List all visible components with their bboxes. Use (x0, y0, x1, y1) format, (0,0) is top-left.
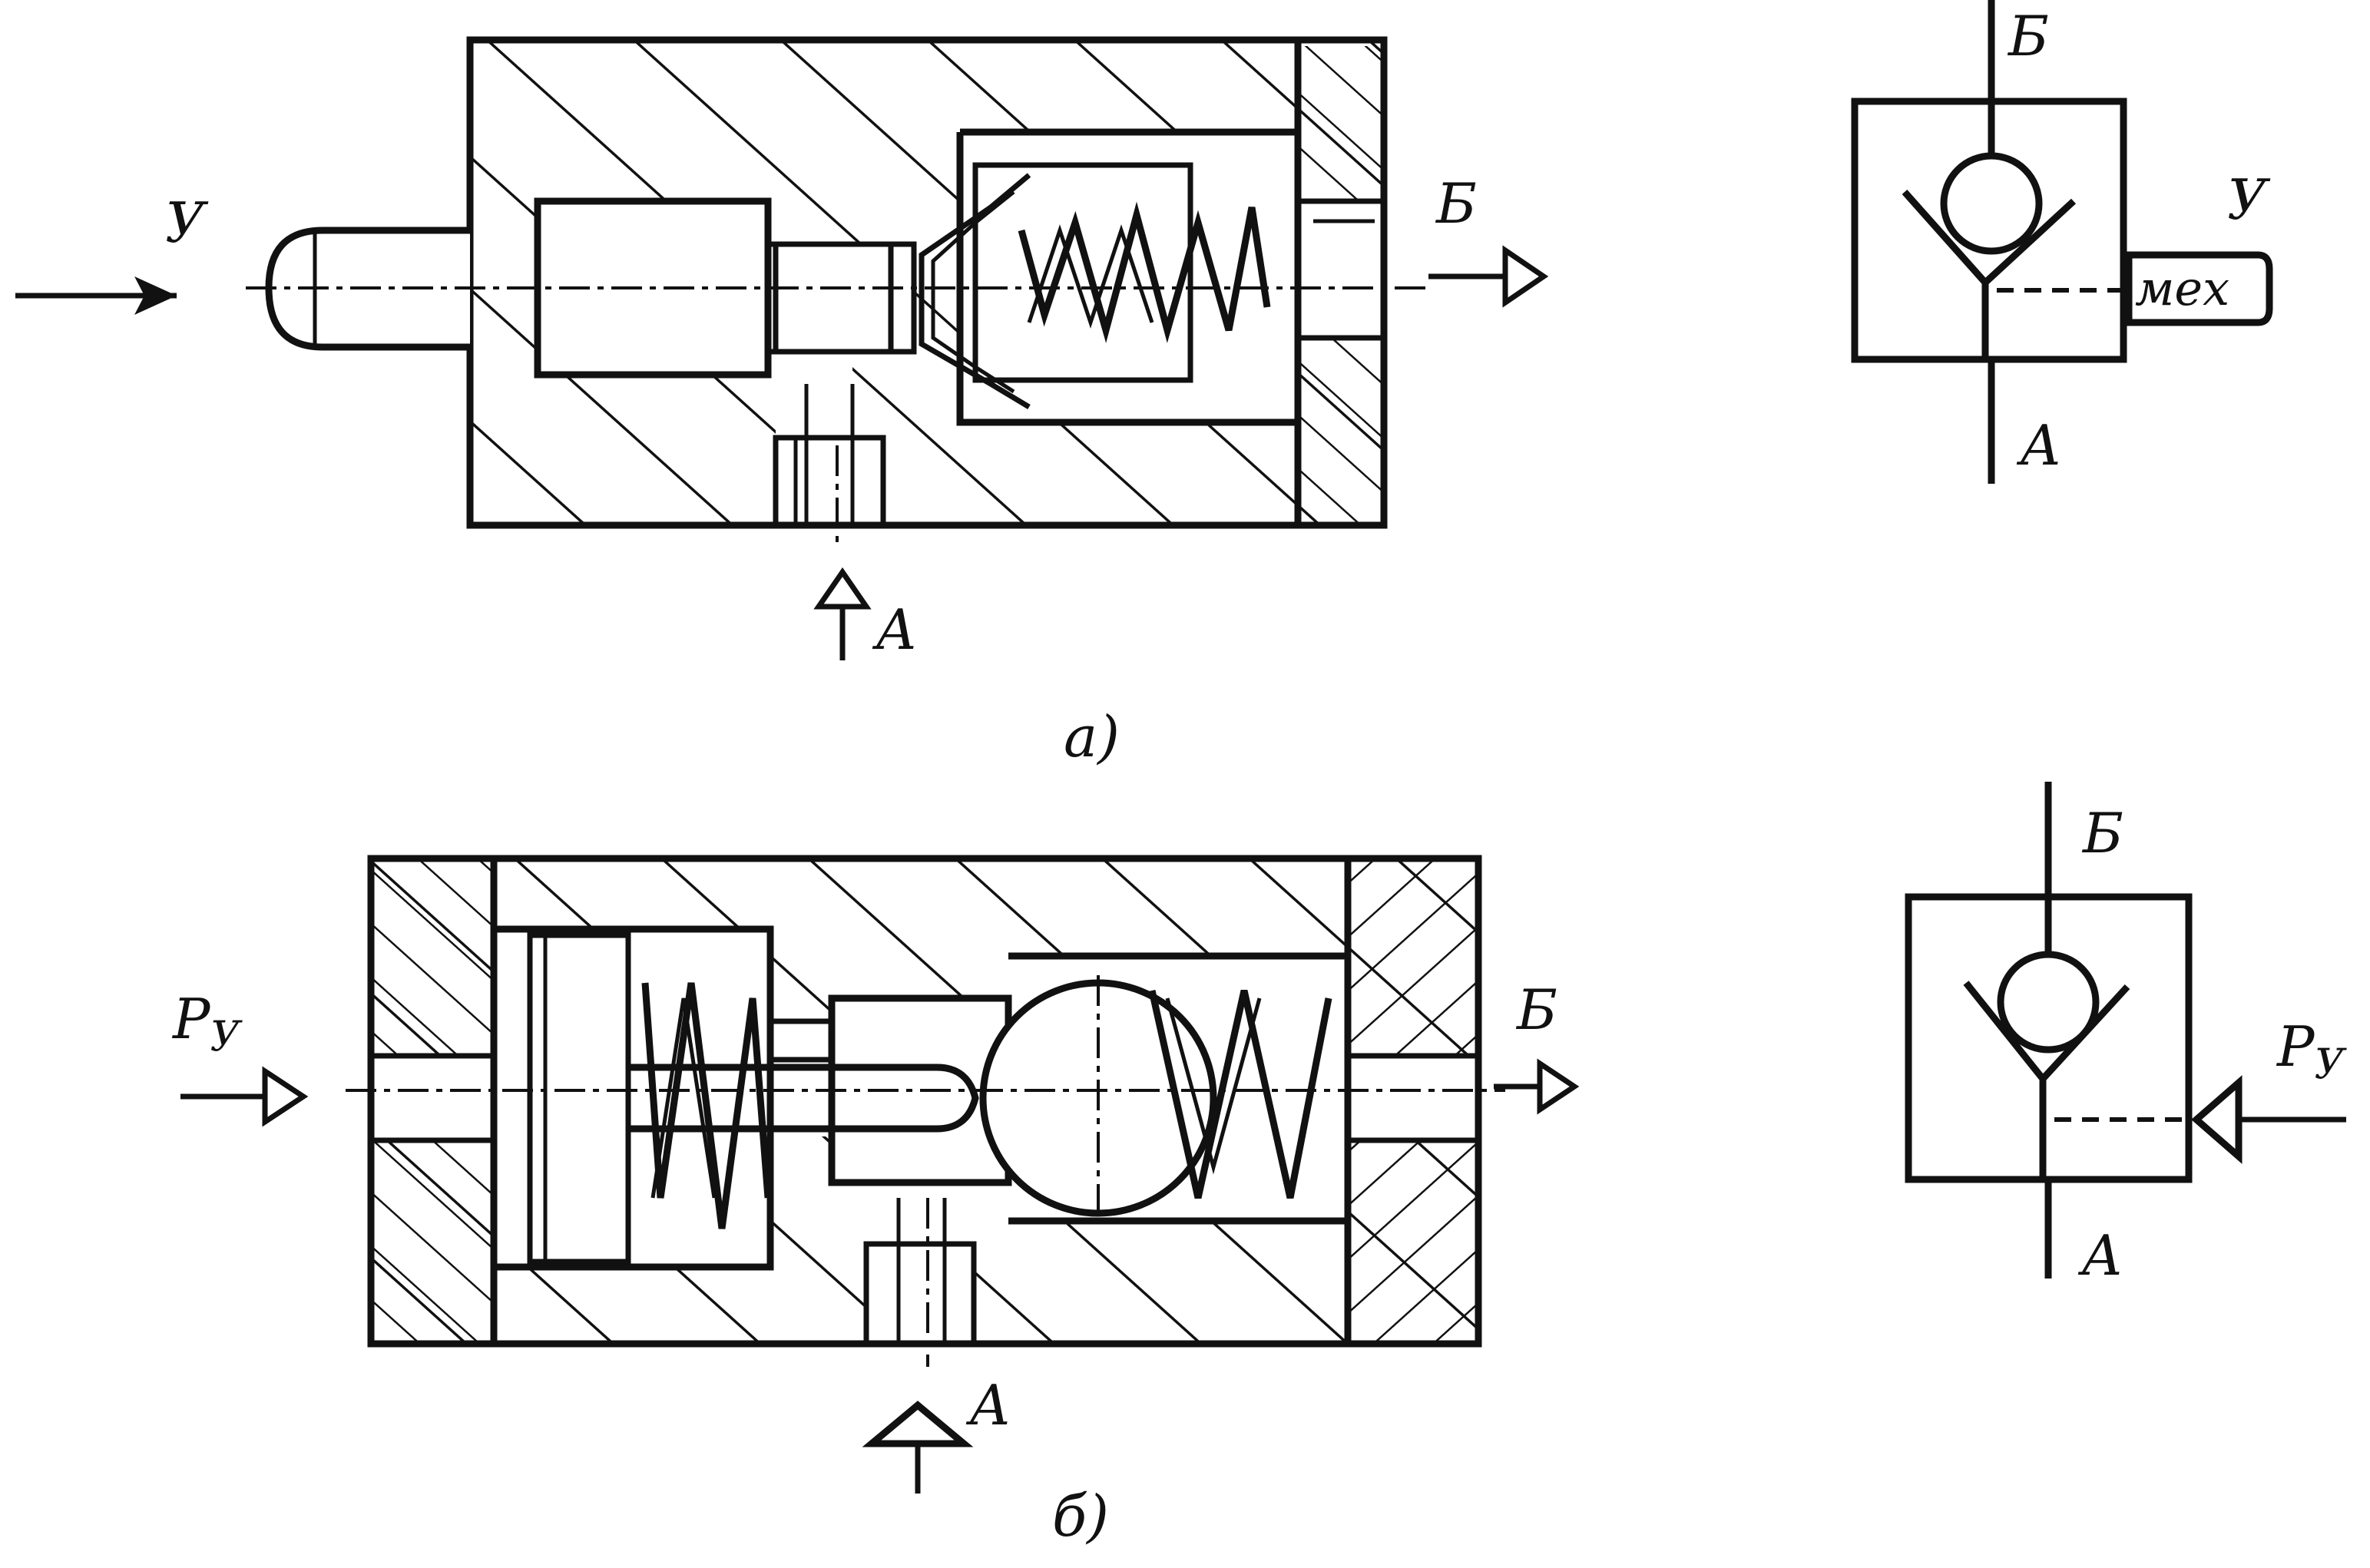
inlet-label-b: PУ (171, 987, 243, 1060)
inlet-label-a: У (165, 190, 209, 255)
caption-b: б) (1052, 1484, 1109, 1550)
outlet-label-b: Б (1515, 978, 1557, 1042)
actuator-label-a: мех (2135, 260, 2229, 316)
outlet-arrow-a (1428, 245, 1549, 308)
valve-b-section: PУ Б А (171, 855, 1580, 1494)
symbol-b-control-label: PУ (2276, 1014, 2347, 1088)
outlet-arrow-b (1494, 1058, 1580, 1115)
symbol-a-control-label: У (2227, 167, 2271, 232)
supply-label-b: А (965, 1373, 1011, 1437)
supply-arrow-a (813, 567, 872, 660)
inlet-arrow-b (180, 1066, 309, 1127)
valve-a-section: У Б А (15, 36, 1549, 662)
supply-arrow-b (862, 1401, 974, 1494)
outlet-label-a: Б (1435, 171, 1477, 236)
symbol-a-bottom-label: А (2016, 413, 2062, 478)
symbol-b-top-label: Б (2081, 801, 2123, 865)
inlet-arrow-a (15, 276, 177, 315)
symbol-b-bottom-label: А (2077, 1223, 2123, 1288)
check-valve-symbol-a: мех Б А У (1851, 0, 2273, 484)
symbol-a-top-label: Б (2007, 4, 2049, 68)
supply-label-a: А (872, 597, 918, 662)
check-valve-symbol-b: Б А PУ (1905, 782, 2347, 1288)
caption-a: а) (1064, 704, 1120, 770)
